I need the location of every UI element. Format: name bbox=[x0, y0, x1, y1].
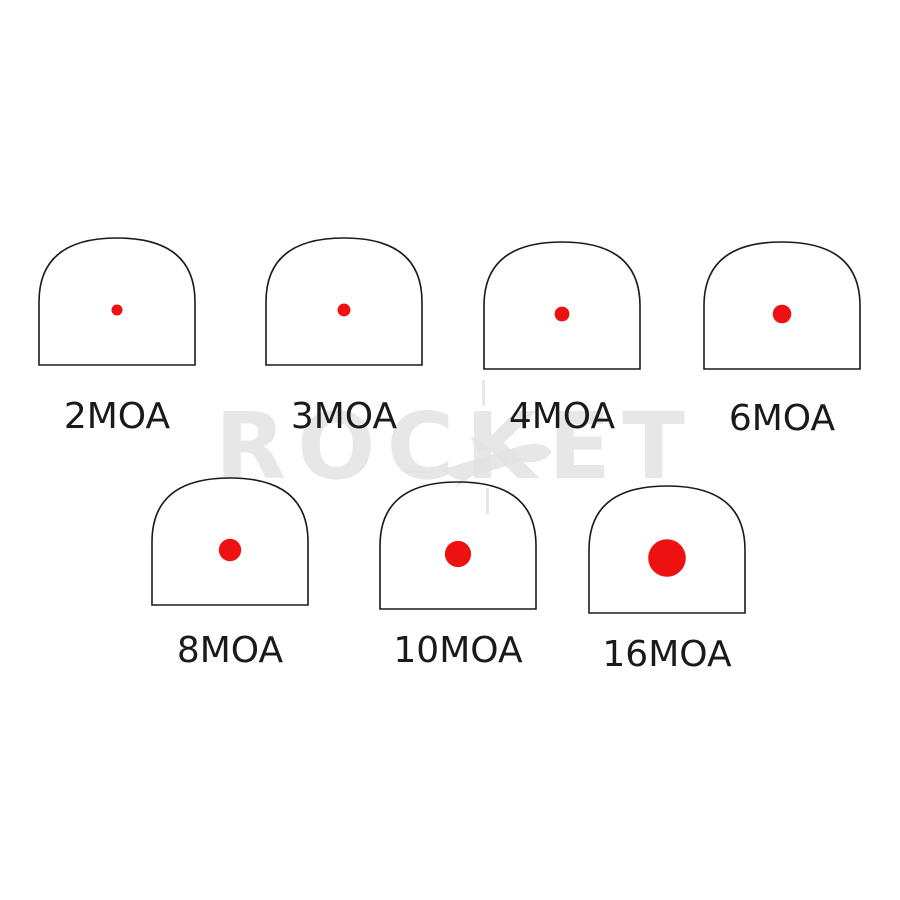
sight-window-outline bbox=[588, 485, 746, 614]
reticle-label: 4MOA bbox=[509, 396, 616, 437]
sight-window-outline bbox=[265, 237, 423, 366]
red-dot bbox=[554, 306, 570, 322]
reticle-label: 8MOA bbox=[177, 630, 284, 671]
sight-window-outline bbox=[379, 481, 537, 610]
reticle-label: 6MOA bbox=[729, 398, 836, 439]
red-dot bbox=[111, 304, 123, 316]
sight-window-outline bbox=[703, 241, 861, 370]
reticle-list: 2MOA 3MOA 4MOA 6MOA 8MOA 10MOA 16MOA bbox=[38, 237, 861, 675]
red-dot bbox=[218, 538, 242, 562]
reticle-10moa: 10MOA bbox=[379, 481, 537, 671]
rocket-icon bbox=[406, 380, 552, 514]
reticle-label: 10MOA bbox=[393, 630, 523, 671]
reticle-label: 16MOA bbox=[602, 634, 732, 675]
reticle-3moa: 3MOA bbox=[265, 237, 423, 437]
reticle-6moa: 6MOA bbox=[703, 241, 861, 439]
sight-window-outline bbox=[483, 241, 641, 370]
reticle-4moa: 4MOA bbox=[483, 241, 641, 437]
red-dot bbox=[444, 540, 472, 568]
reticle-label: 2MOA bbox=[64, 396, 171, 437]
red-dot bbox=[337, 303, 351, 317]
reticle-16moa: 16MOA bbox=[588, 485, 746, 675]
reticle-8moa: 8MOA bbox=[151, 477, 309, 671]
red-dot bbox=[648, 539, 686, 577]
red-dot bbox=[772, 304, 792, 324]
sight-window-outline bbox=[151, 477, 309, 606]
reticle-2moa: 2MOA bbox=[38, 237, 196, 437]
reticle-label: 3MOA bbox=[291, 396, 398, 437]
sight-window-outline bbox=[38, 237, 196, 366]
